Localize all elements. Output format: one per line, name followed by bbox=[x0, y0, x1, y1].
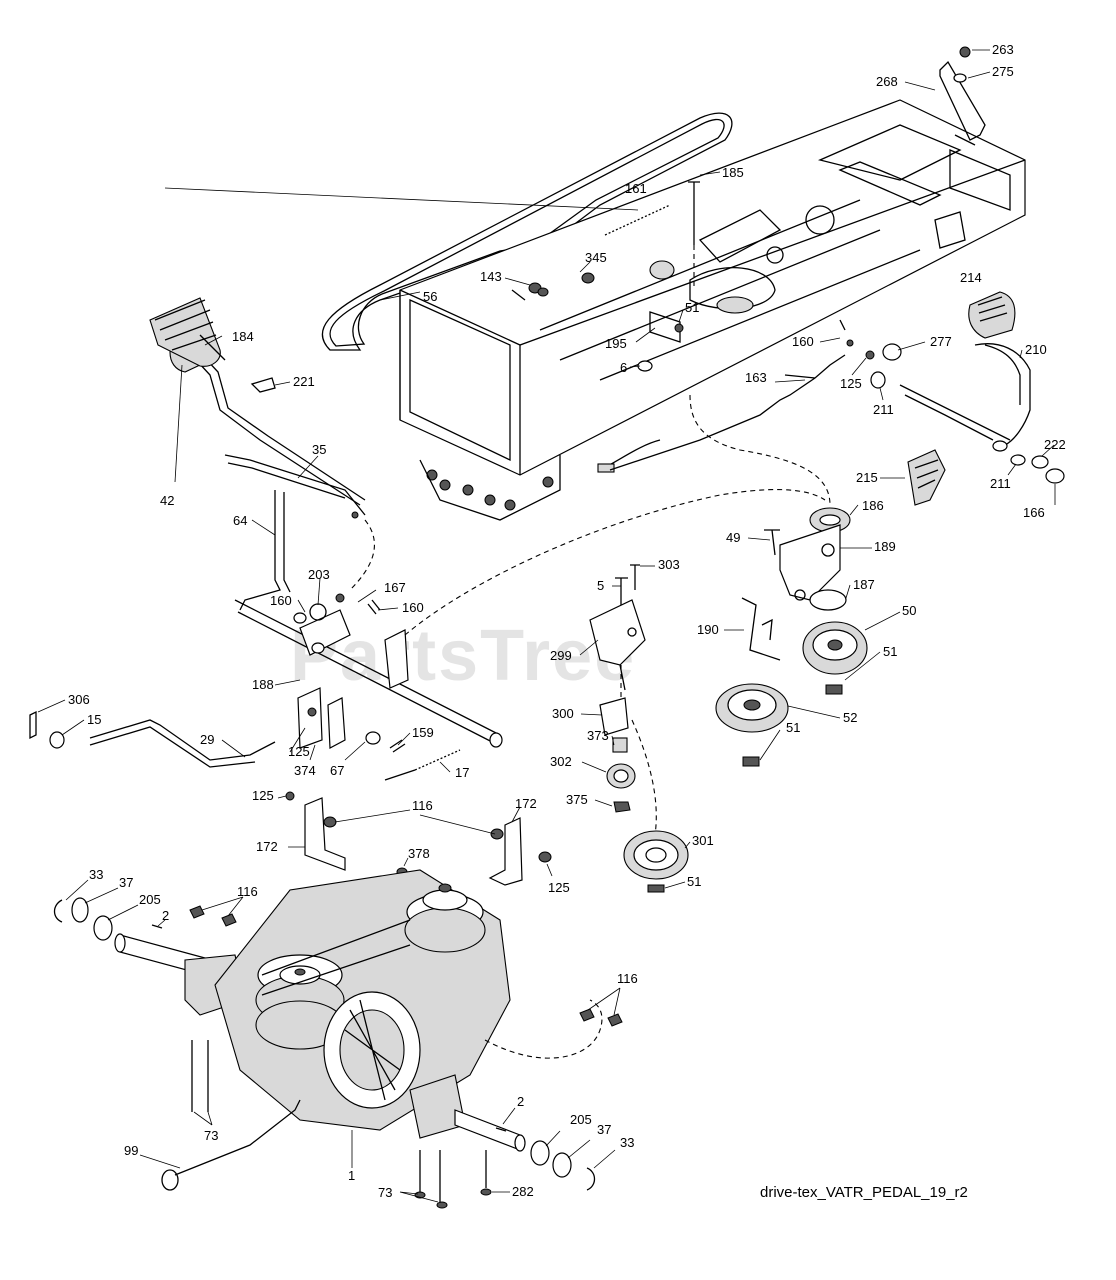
label-35: 35 bbox=[312, 442, 326, 457]
label-195: 195 bbox=[605, 336, 627, 351]
label-187: 187 bbox=[853, 577, 875, 592]
label-49: 49 bbox=[726, 530, 740, 545]
label-161: 161 bbox=[625, 181, 647, 196]
label-167: 167 bbox=[384, 580, 406, 595]
label-73-bottom: 73 bbox=[378, 1185, 392, 1200]
label-210: 210 bbox=[1025, 342, 1047, 357]
label-222: 222 bbox=[1044, 437, 1066, 452]
label-185: 185 bbox=[722, 165, 744, 180]
pulley-assembly bbox=[589, 394, 868, 893]
label-211-upper: 211 bbox=[873, 402, 894, 417]
leader-lines bbox=[37, 49, 1056, 1203]
label-116-center: 116 bbox=[412, 798, 433, 813]
label-268: 268 bbox=[876, 74, 898, 89]
label-143: 143 bbox=[480, 269, 502, 284]
left-pedal-linkage bbox=[29, 297, 826, 781]
label-51-pulley301: 51 bbox=[687, 874, 701, 889]
label-52: 52 bbox=[843, 710, 857, 725]
main-frame bbox=[399, 99, 1026, 521]
label-203: 203 bbox=[308, 567, 330, 582]
label-188: 188 bbox=[252, 677, 274, 692]
label-205-left: 205 bbox=[139, 892, 161, 907]
label-189: 189 bbox=[874, 539, 896, 554]
label-345: 345 bbox=[585, 250, 607, 265]
part-labels: 263 275 268 185 161 345 143 56 51 195 6 … bbox=[68, 42, 1066, 1200]
label-37-left: 37 bbox=[119, 875, 133, 890]
label-299: 299 bbox=[550, 648, 572, 663]
diagram-caption: drive-tex_VATR_PEDAL_19_r2 bbox=[760, 1184, 968, 1201]
label-277: 277 bbox=[930, 334, 952, 349]
label-302: 302 bbox=[550, 754, 572, 769]
label-373: 373 bbox=[587, 728, 609, 743]
label-125-linkage: 125 bbox=[288, 744, 310, 759]
label-159: 159 bbox=[412, 725, 434, 740]
label-17: 17 bbox=[455, 765, 469, 780]
label-300: 300 bbox=[552, 706, 574, 721]
label-160-frame: 160 bbox=[792, 334, 814, 349]
label-215: 215 bbox=[856, 470, 878, 485]
label-160-left: 160 bbox=[270, 593, 292, 608]
label-2-left: 2 bbox=[162, 908, 169, 923]
label-172-right: 172 bbox=[515, 796, 537, 811]
label-163: 163 bbox=[745, 370, 767, 385]
label-5: 5 bbox=[597, 578, 604, 593]
label-6: 6 bbox=[620, 360, 627, 375]
label-64: 64 bbox=[233, 513, 247, 528]
upper-right-parts bbox=[511, 46, 1065, 506]
label-33-right: 33 bbox=[620, 1135, 634, 1150]
label-37-right: 37 bbox=[597, 1122, 611, 1137]
label-186: 186 bbox=[862, 498, 884, 513]
label-125-frame: 125 bbox=[840, 376, 862, 391]
label-2-right: 2 bbox=[517, 1094, 524, 1109]
label-116-left: 116 bbox=[237, 884, 258, 899]
label-184: 184 bbox=[232, 329, 254, 344]
label-375: 375 bbox=[566, 792, 588, 807]
transaxle-assembly bbox=[53, 869, 623, 1209]
label-42: 42 bbox=[160, 493, 174, 508]
label-15: 15 bbox=[87, 712, 101, 727]
label-33-left: 33 bbox=[89, 867, 103, 882]
label-374: 374 bbox=[294, 763, 316, 778]
label-306: 306 bbox=[68, 692, 90, 707]
label-56: 56 bbox=[423, 289, 437, 304]
label-211-lower: 211 bbox=[990, 476, 1011, 491]
label-73-left: 73 bbox=[204, 1128, 218, 1143]
label-99: 99 bbox=[124, 1143, 138, 1158]
label-51-pulley52: 51 bbox=[786, 720, 800, 735]
label-125-bracket: 125 bbox=[252, 788, 274, 803]
label-67: 67 bbox=[330, 763, 344, 778]
label-116-right: 116 bbox=[617, 971, 638, 986]
label-160-right: 160 bbox=[402, 600, 424, 615]
label-51-top: 51 bbox=[685, 300, 699, 315]
label-214: 214 bbox=[960, 270, 982, 285]
label-50: 50 bbox=[902, 603, 916, 618]
label-301: 301 bbox=[692, 833, 714, 848]
label-125-right: 125 bbox=[548, 880, 570, 895]
label-303: 303 bbox=[658, 557, 680, 572]
label-51-pulley50: 51 bbox=[883, 644, 897, 659]
label-275: 275 bbox=[992, 64, 1014, 79]
label-166: 166 bbox=[1023, 505, 1045, 520]
label-190: 190 bbox=[697, 622, 719, 637]
label-221: 221 bbox=[293, 374, 315, 389]
label-29: 29 bbox=[200, 732, 214, 747]
label-282: 282 bbox=[512, 1184, 534, 1199]
label-263: 263 bbox=[992, 42, 1014, 57]
label-1: 1 bbox=[348, 1168, 355, 1183]
label-205-right: 205 bbox=[570, 1112, 592, 1127]
label-172-left: 172 bbox=[256, 839, 278, 854]
label-378: 378 bbox=[408, 846, 430, 861]
